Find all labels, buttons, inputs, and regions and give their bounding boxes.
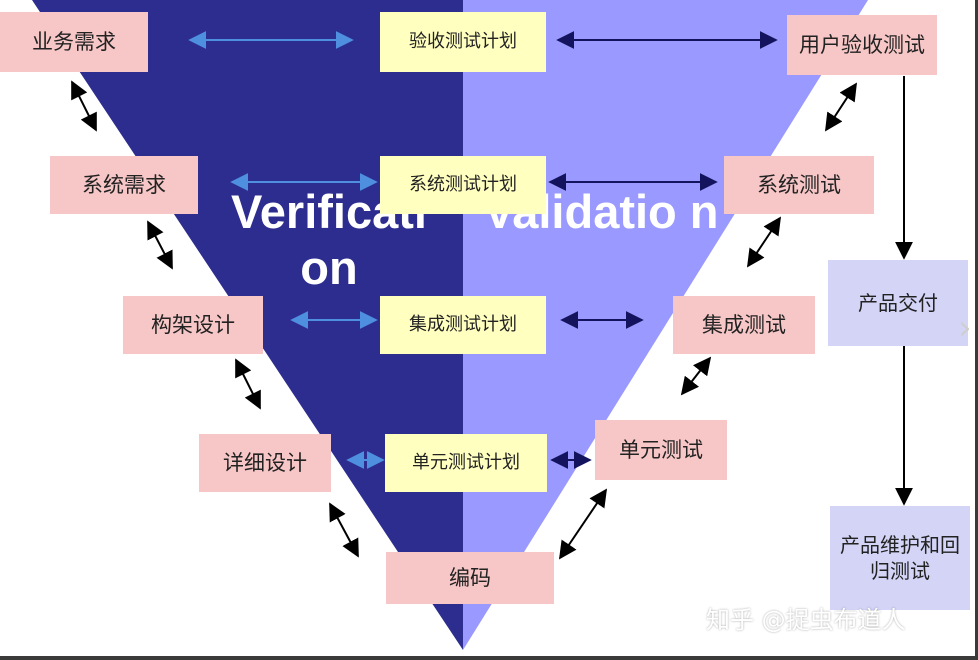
watermark-text: 知乎 @捉虫布道人 [706, 606, 906, 634]
arrow-right-2 [747, 216, 781, 268]
user-acceptance-test-box: 用户验收测试 [787, 15, 937, 75]
system-test-box: 系统测试 [724, 156, 874, 214]
integration-test-box: 集成测试 [673, 296, 815, 354]
arrow-right-4 [558, 488, 608, 560]
architecture-design-box: 构架设计 [123, 296, 263, 354]
business-requirements-box: 业务需求 [0, 12, 148, 72]
system-requirements-box: 系统需求 [50, 156, 198, 214]
system-test-plan-box: 系统测试计划 [380, 156, 546, 214]
arrow-left-1 [71, 80, 97, 132]
arrow-left-2 [147, 220, 173, 270]
maintenance-regression-box: 产品维护和回归测试 [830, 506, 970, 610]
integration-test-plan-box: 集成测试计划 [380, 296, 546, 354]
chevron-right-icon[interactable]: › [958, 308, 972, 348]
frame-border-right [975, 0, 978, 660]
product-delivery-box: 产品交付 [828, 260, 968, 346]
arrow-left-4 [329, 502, 359, 558]
unit-test-box: 单元测试 [595, 420, 727, 480]
acceptance-test-plan-box: 验收测试计划 [380, 12, 546, 72]
detailed-design-box: 详细设计 [199, 434, 331, 492]
coding-box: 编码 [386, 552, 554, 604]
frame-border-bottom [0, 656, 978, 660]
arrow-right-3 [680, 356, 712, 396]
arrow-right-1 [825, 82, 857, 132]
arrow-left-3 [235, 358, 261, 410]
unit-test-plan-box: 单元测试计划 [385, 434, 547, 492]
